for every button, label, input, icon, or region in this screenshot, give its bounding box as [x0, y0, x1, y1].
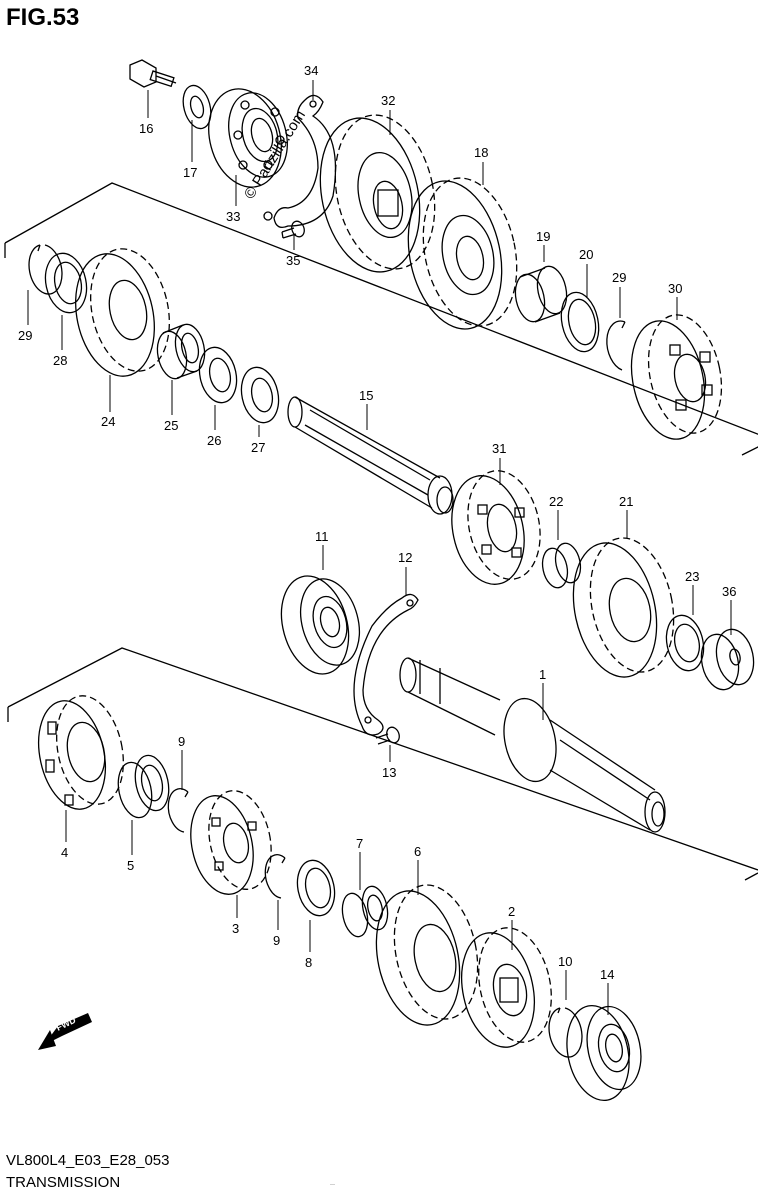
callout-9-upper: 9: [178, 734, 185, 749]
callout-36: 36: [722, 584, 736, 599]
callout-10: 10: [558, 954, 572, 969]
bolt-16: [129, 59, 177, 88]
retainer-34: [263, 94, 337, 229]
circlip-29-left: [28, 244, 63, 295]
bushing-25: [156, 323, 206, 380]
callout-12: 12: [398, 550, 412, 565]
callout-34: 34: [304, 63, 318, 78]
figure-code: VL800L4_E03_E28_053: [6, 1152, 170, 1169]
callout-1: 1: [539, 667, 546, 682]
washer-23: [665, 614, 705, 672]
callout-26: 26: [207, 433, 221, 448]
gear-2: [461, 927, 552, 1048]
callout-33: 33: [226, 209, 240, 224]
washer-17: [182, 84, 212, 130]
gear-24: [75, 248, 170, 377]
washer-20: [560, 291, 600, 353]
circlip-29-right: [606, 320, 626, 371]
callout-4: 4: [61, 845, 68, 860]
callout-9-lower: 9: [273, 933, 280, 948]
callout-23: 23: [685, 569, 699, 584]
callout-24: 24: [101, 414, 115, 429]
bearing-36: [700, 628, 755, 691]
gear-3: [190, 790, 272, 895]
callout-22: 22: [549, 494, 563, 509]
callout-25: 25: [164, 418, 178, 433]
gear-18: [407, 177, 518, 330]
forward-arrow-icon: FWD: [38, 1013, 92, 1050]
callout-16: 16: [139, 121, 153, 136]
callout-31: 31: [492, 441, 506, 456]
callout-35: 35: [286, 253, 300, 268]
gear-21: [572, 537, 675, 678]
callout-32: 32: [381, 93, 395, 108]
main-shaft-1: [399, 657, 666, 833]
callout-2: 2: [508, 904, 515, 919]
callout-labels: 34 32 16 17 33 18 35 19 20 29 30 29 28 2…: [18, 63, 736, 982]
bearing-14: [566, 1004, 642, 1102]
callout-3: 3: [232, 921, 239, 936]
callout-8: 8: [305, 955, 312, 970]
figure-name: TRANSMISSION: [6, 1174, 121, 1191]
upper-assembly-frame: [4, 182, 758, 456]
callout-6: 6: [414, 844, 421, 859]
gear-30: [630, 314, 723, 440]
callout-17: 17: [183, 165, 197, 180]
callout-11: 11: [315, 529, 329, 544]
countershaft-15: [287, 396, 454, 515]
retainer-12: [353, 593, 419, 736]
bearing-11: [280, 575, 360, 675]
callout-28: 28: [53, 353, 67, 368]
callout-19: 19: [536, 229, 550, 244]
callout-30: 30: [668, 281, 682, 296]
bushing-19: [514, 265, 568, 323]
gear-32: [319, 114, 436, 273]
gear-4: [38, 695, 124, 810]
callout-15: 15: [359, 388, 373, 403]
screw-13: [375, 726, 400, 745]
callout-14: 14: [600, 967, 614, 982]
circlip-9-lower: [264, 854, 286, 899]
callout-29-right: 29: [612, 270, 626, 285]
lock-washer-26: [198, 346, 238, 404]
callout-21: 21: [619, 494, 633, 509]
callout-29-left: 29: [18, 328, 32, 343]
leader-lines: [27, 80, 732, 1015]
screw-35: [281, 220, 305, 239]
callout-18: 18: [474, 145, 488, 160]
bushing-5: [117, 754, 170, 819]
bushing-7: [341, 885, 389, 938]
callout-13: 13: [382, 765, 396, 780]
washer-28: [44, 252, 88, 314]
bearing-33: [208, 88, 288, 188]
circlip-9-upper: [167, 788, 189, 833]
callout-27: 27: [251, 440, 265, 455]
bushing-22: [541, 542, 582, 589]
callout-7: 7: [356, 836, 363, 851]
washer-8: [296, 859, 336, 917]
lower-assembly-frame: [7, 647, 758, 881]
circlip-10: [548, 1007, 583, 1058]
fine-print: —: [330, 1182, 335, 1188]
lock-washer-27: [240, 366, 280, 424]
figure-title: FIG.53: [6, 4, 80, 31]
gear-6: [375, 884, 479, 1026]
callout-5: 5: [127, 858, 134, 873]
callout-20: 20: [579, 247, 593, 262]
gear-31: [451, 470, 541, 585]
